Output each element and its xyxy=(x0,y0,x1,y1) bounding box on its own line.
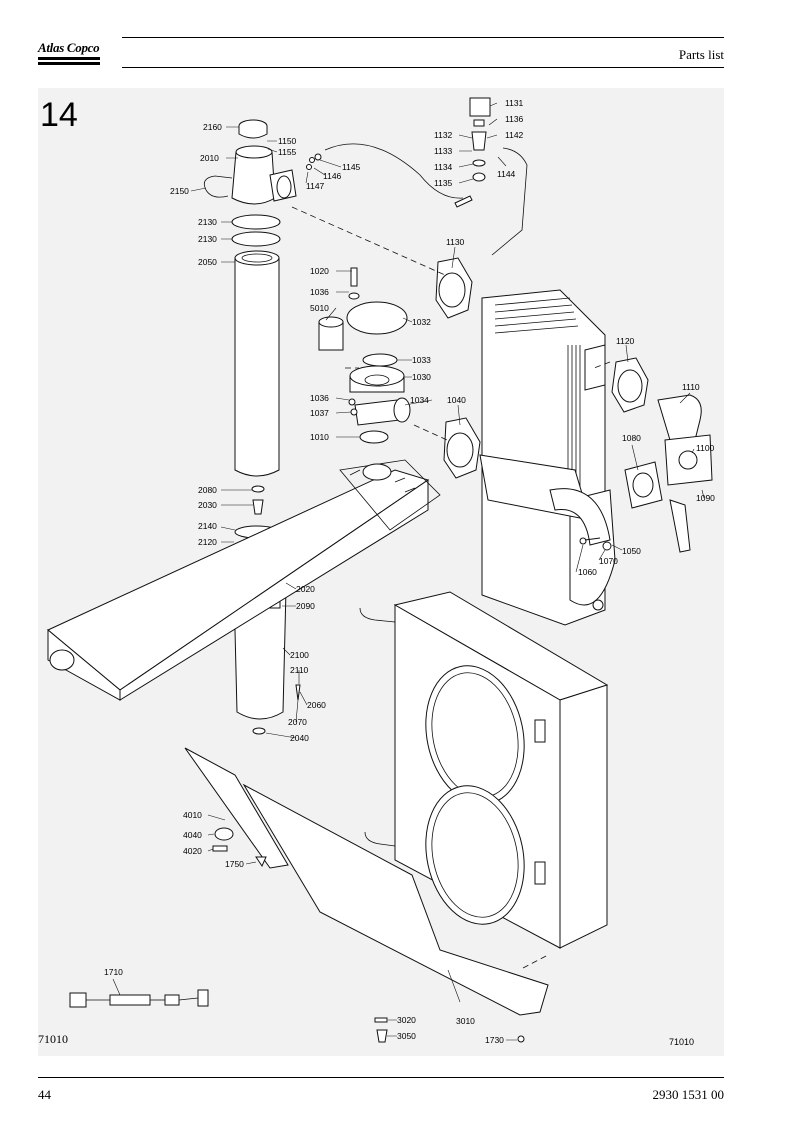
callout-4020: 4020 xyxy=(183,846,202,856)
header-rule-bottom xyxy=(122,67,724,68)
callout-1131: 1131 xyxy=(505,98,524,108)
atlas-copco-logo: Atlas Copco xyxy=(38,40,100,68)
callout-1080: 1080 xyxy=(622,433,641,443)
callout-2020: 2020 xyxy=(296,584,315,594)
callout-2110: 2110 xyxy=(290,665,309,675)
pipe-clamps xyxy=(435,257,713,553)
callout-2070: 2070 xyxy=(288,717,307,727)
callout-2040: 2040 xyxy=(290,733,309,743)
callout-1060: 1060 xyxy=(578,567,597,577)
figure-reference-left: 71010 xyxy=(38,1032,68,1046)
cable-1710 xyxy=(69,989,209,1008)
footer-rule xyxy=(38,1077,724,1078)
callout-1144: 1144 xyxy=(497,169,516,179)
callout-1036-b: 1036 xyxy=(310,393,329,403)
callout-2150: 2150 xyxy=(170,186,189,196)
filter-element-2050 xyxy=(234,250,280,477)
callout-1032: 1032 xyxy=(412,317,431,327)
logo-bar xyxy=(38,62,100,65)
callout-2100: 2100 xyxy=(290,650,309,660)
callout-1090: 1090 xyxy=(696,493,715,503)
callout-1135: 1135 xyxy=(434,178,453,188)
callout-1120: 1120 xyxy=(616,336,635,346)
cooler-block xyxy=(479,289,616,626)
callout-2130-a: 2130 xyxy=(198,217,217,227)
leader-lines xyxy=(112,102,705,1041)
callout-1034: 1034 xyxy=(410,395,429,405)
section-number: 14 xyxy=(40,96,78,134)
callout-1145: 1145 xyxy=(342,162,361,172)
callout-1134: 1134 xyxy=(434,162,453,172)
callout-2130-b: 2130 xyxy=(198,234,217,244)
callout-1020: 1020 xyxy=(310,266,329,276)
brand-name: Atlas Copco xyxy=(38,40,100,55)
callout-1033: 1033 xyxy=(412,355,431,365)
callout-1710: 1710 xyxy=(104,967,123,977)
header-rule-top xyxy=(122,37,724,38)
callout-4010: 4010 xyxy=(183,810,202,820)
document-number: 2930 1531 00 xyxy=(652,1087,725,1102)
callout-1155: 1155 xyxy=(278,147,297,157)
callout-1110: 1110 xyxy=(682,382,700,392)
callout-2010: 2010 xyxy=(200,153,219,163)
flange-stack xyxy=(318,267,411,444)
logo-bar xyxy=(38,57,100,60)
callout-2050: 2050 xyxy=(198,257,217,267)
baffle-plates xyxy=(184,747,549,1043)
callout-2160: 2160 xyxy=(203,122,222,132)
callout-2140: 2140 xyxy=(198,521,217,531)
callout-2090: 2090 xyxy=(296,601,315,611)
figure-reference-right: 71010 xyxy=(669,1037,695,1047)
callout-1150: 1150 xyxy=(278,136,297,146)
callout-1142: 1142 xyxy=(505,130,524,140)
callout-1037: 1037 xyxy=(310,408,329,418)
callout-1010: 1010 xyxy=(310,432,329,442)
callout-1036-a: 1036 xyxy=(310,287,329,297)
page-title: Parts list xyxy=(678,47,724,62)
page-number: 44 xyxy=(38,1087,51,1102)
alignment-lines xyxy=(291,206,611,969)
callout-1100: 1100 xyxy=(696,443,715,453)
callout-1730: 1730 xyxy=(485,1035,504,1045)
callout-1130: 1130 xyxy=(446,237,465,247)
small-fasteners xyxy=(374,1017,388,1043)
callout-1146: 1146 xyxy=(323,171,342,181)
callout-3050: 3050 xyxy=(397,1031,416,1041)
callout-2080: 2080 xyxy=(198,485,217,495)
fan-cooler-panel xyxy=(359,591,609,949)
callout-1136: 1136 xyxy=(505,114,524,124)
callout-1750: 1750 xyxy=(225,859,244,869)
callout-3020: 3020 xyxy=(397,1015,416,1025)
callout-3010: 3010 xyxy=(456,1016,475,1026)
filter-head-assembly xyxy=(203,119,297,247)
callout-4040: 4040 xyxy=(183,830,202,840)
air-duct-housing xyxy=(47,459,441,701)
callout-1133: 1133 xyxy=(434,146,453,156)
sensor-and-hoses xyxy=(306,97,528,256)
callout-labels: 1131 1136 1142 1132 1133 1134 1135 1144 … xyxy=(104,98,715,1045)
callout-1070: 1070 xyxy=(599,556,618,566)
callout-1147: 1147 xyxy=(306,181,325,191)
callout-5010: 5010 xyxy=(310,303,329,313)
callout-1050: 1050 xyxy=(622,546,641,556)
callout-1132: 1132 xyxy=(434,130,453,140)
callout-1040: 1040 xyxy=(447,395,466,405)
callout-1030: 1030 xyxy=(412,372,431,382)
callout-2030: 2030 xyxy=(198,500,217,510)
callout-2060: 2060 xyxy=(307,700,326,710)
callout-2120: 2120 xyxy=(198,537,217,547)
